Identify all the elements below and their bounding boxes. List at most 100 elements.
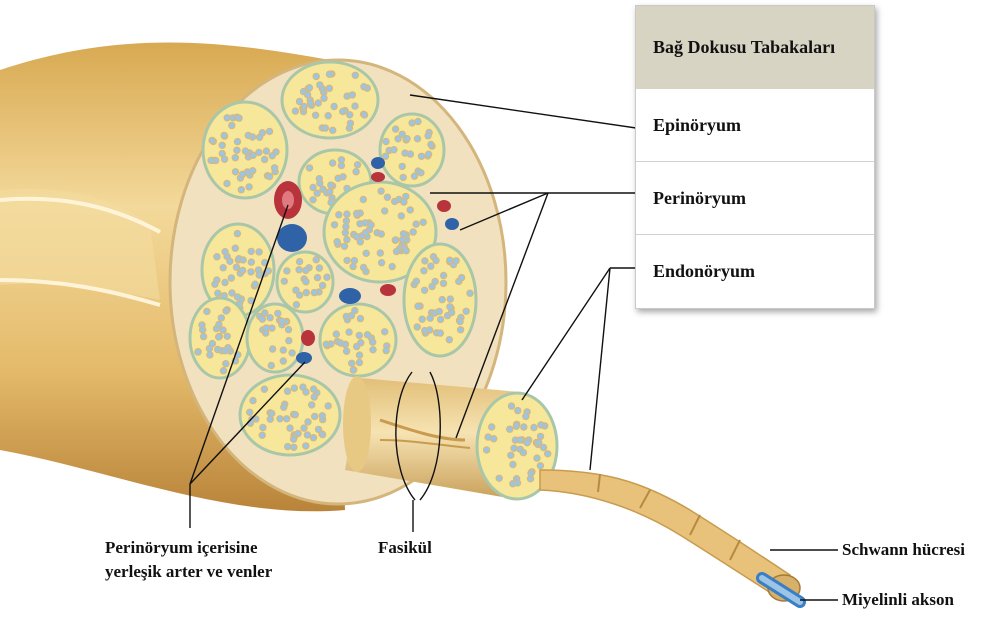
axon-dot [382, 208, 388, 214]
axon-dot [398, 213, 404, 219]
axon-dot [247, 409, 253, 415]
axon-dot [403, 248, 409, 254]
axon-dot [310, 435, 316, 441]
axon-dot [310, 197, 316, 203]
axon-dot [305, 419, 311, 425]
axon-dot [447, 257, 453, 263]
axon-dot [349, 92, 355, 98]
axon-dot [400, 174, 406, 180]
axon-dot [352, 103, 358, 109]
axon-dot [310, 184, 316, 190]
axon-dot [222, 348, 228, 354]
axon-dot [354, 162, 360, 168]
axon-dot [418, 170, 424, 176]
axon-dot [325, 113, 331, 119]
axon-dot [218, 315, 224, 321]
axon-dot [361, 84, 367, 90]
axon-dot [510, 481, 516, 487]
axon-dot [336, 212, 342, 218]
axon-dot [245, 132, 251, 138]
axon-dot [425, 151, 431, 157]
axon-dot [220, 327, 226, 333]
axon-dot [268, 362, 274, 368]
axon-dot [407, 207, 413, 213]
axon-dot [324, 274, 330, 280]
axon-dot [467, 290, 473, 296]
axon-dot [341, 243, 347, 249]
axon-dot [384, 194, 390, 200]
axon-dot [523, 413, 529, 419]
axon-dot [353, 210, 359, 216]
axon-dot [428, 141, 434, 147]
axon-dot [370, 347, 376, 353]
axon-dot [437, 330, 443, 336]
axon-dot [277, 416, 283, 422]
axon-dot [284, 416, 290, 422]
axon-dot [319, 282, 325, 288]
axon-dot [286, 337, 292, 343]
axon-dot [221, 132, 227, 138]
axon-dot [319, 431, 325, 437]
axon-dot [307, 100, 313, 106]
axon-dot [545, 451, 551, 457]
axon-dot [333, 331, 339, 337]
axon-dot [259, 130, 265, 136]
axon-dot [246, 184, 252, 190]
axon-dot [214, 254, 220, 260]
axon-dot [310, 386, 316, 392]
axon-dot [515, 407, 521, 413]
axon-dot [240, 257, 246, 263]
axon-dot [447, 296, 453, 302]
axon-dot [248, 248, 254, 254]
axon-dot [420, 219, 426, 225]
axon-dot [342, 230, 348, 236]
axon-dot [216, 321, 222, 327]
axon-dot [279, 318, 285, 324]
axon-dot [222, 249, 228, 255]
axon-dot [234, 230, 240, 236]
axon-dot [364, 332, 370, 338]
axon-dot [232, 169, 238, 175]
axon-dot [250, 397, 256, 403]
axon-dot [316, 176, 322, 182]
axon-dot [234, 294, 240, 300]
axon-dot [248, 269, 254, 275]
axon-dot [271, 165, 277, 171]
axon-dot [378, 231, 384, 237]
axon-dot [311, 289, 317, 295]
axon-dot [362, 220, 368, 226]
axon-dot [413, 278, 419, 284]
axon-dot [399, 236, 405, 242]
axon-dot [349, 360, 355, 366]
axon-dot [239, 171, 245, 177]
axon-dot [222, 279, 228, 285]
axon-dot [289, 350, 295, 356]
axon-dot [250, 168, 256, 174]
axon-dot [368, 222, 374, 228]
axon-dot [347, 120, 353, 126]
axon-dot [347, 112, 353, 118]
axon-dot [234, 138, 240, 144]
axon-dot [356, 332, 362, 338]
axon-dot [357, 239, 363, 245]
axon-dot [322, 125, 328, 131]
axon-dot [414, 324, 420, 330]
axon-dot [328, 182, 334, 188]
axon-dot [361, 112, 367, 118]
axon-dot [418, 153, 424, 159]
label-schwann-cell: Schwann hücresi [842, 539, 965, 561]
axon-dot [356, 359, 362, 365]
axon-dot [313, 73, 319, 79]
axon-dot [313, 257, 319, 263]
axon-dot [360, 196, 366, 202]
axon-dot [350, 263, 356, 269]
axon-dot [303, 289, 309, 295]
axon-dot [346, 329, 352, 335]
axon-dot [290, 436, 296, 442]
axon-dot [224, 180, 230, 186]
axon-dot [360, 264, 366, 270]
axon-dot [267, 416, 273, 422]
axon-dot [261, 386, 267, 392]
axon-dot [392, 126, 398, 132]
axon-dot [233, 264, 239, 270]
